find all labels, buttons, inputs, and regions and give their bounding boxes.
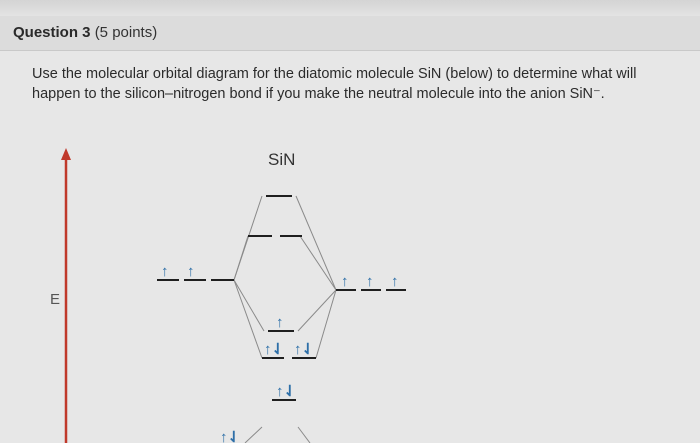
molecule-label: SiN [268, 150, 295, 169]
energy-axis-arrowhead [61, 148, 71, 160]
sigma-2p-electron: ↑ [276, 314, 284, 331]
si-2s-electron-pair: ↑⇃ [220, 429, 240, 443]
question-points: (5 points) [94, 24, 158, 41]
energy-axis-label: E [50, 291, 60, 308]
question-header: Question 3 (5 points) [0, 16, 700, 51]
sigma-star-2s-electron-pair: ↑⇃ [276, 383, 296, 400]
si-2p-electron-1: ↑ [161, 263, 169, 280]
pi-2p-electron-pair-1: ↑⇃ [264, 341, 284, 358]
correlation-lines [233, 195, 337, 443]
orbital-lines [157, 195, 406, 401]
n-2p-electron-3: ↑ [391, 273, 399, 290]
n-2p-electron-1: ↑ [341, 273, 349, 290]
question-prompt: Use the molecular orbital diagram for th… [32, 66, 637, 102]
electron-arrows: ↑ ↑ ↑ ↑ ↑ ↑ ↑⇃ ↑⇃ ↑⇃ ↑⇃ [161, 263, 399, 443]
top-strip [0, 0, 700, 16]
question-title: Question 3 (5 points) [13, 24, 157, 41]
pi-2p-electron-pair-2: ↑⇃ [294, 341, 314, 358]
si-2p-electron-2: ↑ [187, 263, 195, 280]
n-2p-electron-2: ↑ [366, 273, 374, 290]
question-number: Question 3 [13, 24, 91, 41]
